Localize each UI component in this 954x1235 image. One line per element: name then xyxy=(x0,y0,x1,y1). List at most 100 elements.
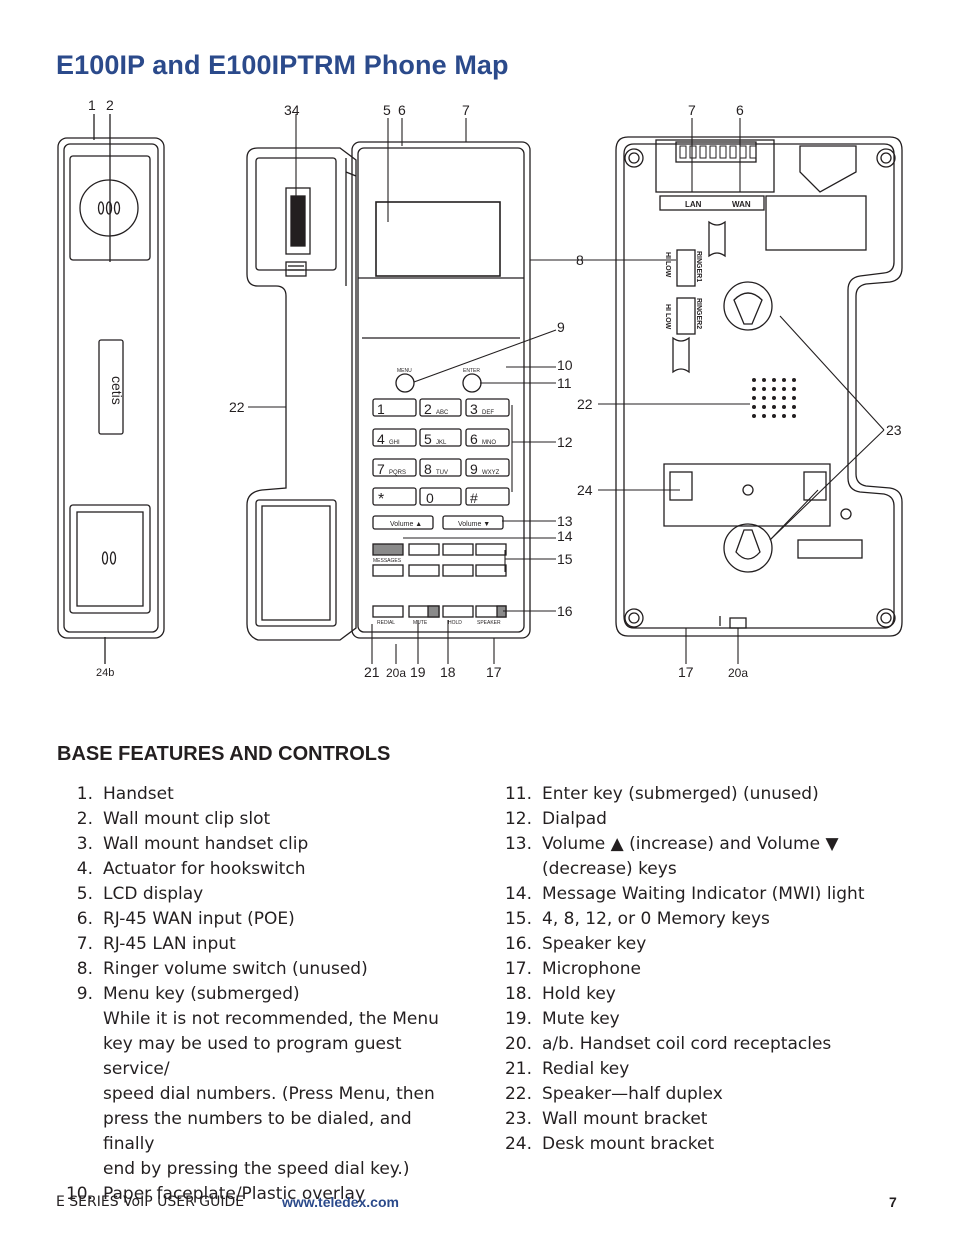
list-item: 4.Actuator for hookswitch xyxy=(76,859,306,879)
callout-22-back: 22 xyxy=(577,396,593,412)
enter-key-label: ENTER xyxy=(463,368,480,374)
features-list-right: 11.Enter key (submerged) (unused) 12.Dia… xyxy=(495,782,915,1157)
speaker-label: SPEAKER xyxy=(477,620,501,626)
list-item: 5.LCD display xyxy=(76,884,204,904)
callout-2: 2 xyxy=(106,97,114,113)
lan-label: LAN xyxy=(685,200,702,209)
callout-9: 9 xyxy=(557,319,565,335)
callout-5: 5 xyxy=(383,102,391,118)
list-item: 21.Redial key xyxy=(504,1059,630,1079)
list-item: 10.Paper faceplate/Plastic overlay xyxy=(65,1184,366,1204)
key-7: 7 xyxy=(377,461,385,477)
callout-19: 19 xyxy=(410,664,426,680)
callout-18: 18 xyxy=(440,664,456,680)
phone-back-view xyxy=(615,136,903,637)
handset-brand-label: cetis xyxy=(109,376,125,405)
key-3-letters: DEF xyxy=(482,410,494,416)
list-item: 15.4, 8, 12, or 0 Memory keys xyxy=(504,909,770,929)
list-item: 14.Message Waiting Indicator (MWI) light xyxy=(504,884,865,904)
callout-7-back: 7 xyxy=(688,102,696,118)
callout-10: 10 xyxy=(557,357,573,373)
list-item: 22.Speaker—half duplex xyxy=(504,1084,723,1104)
wan-label: WAN xyxy=(732,200,751,209)
callout-24: 24 xyxy=(577,482,593,498)
section-heading: BASE FEATURES AND CONTROLS xyxy=(57,743,391,765)
list-item: 16.Speaker key xyxy=(504,934,647,954)
footer-guide-title: E SERIES VoIP USER GUIDE xyxy=(56,1194,245,1210)
list-item: 9.Menu key (submerged) xyxy=(76,984,300,1004)
key-0: 0 xyxy=(426,490,434,506)
speaker-grille xyxy=(752,378,796,418)
callout-16: 16 xyxy=(557,603,573,619)
key-5: 5 xyxy=(424,431,432,447)
key-9-letters: WXYZ xyxy=(482,470,500,476)
list-item-continuation: (decrease) keys xyxy=(542,859,677,879)
list-item: 18.Hold key xyxy=(504,984,616,1004)
list-item: 11.Enter key (submerged) (unused) xyxy=(504,784,819,804)
callout-6-back: 6 xyxy=(736,102,744,118)
footer-url-link[interactable]: www.teledex.com xyxy=(282,1194,399,1210)
key-4: 4 xyxy=(377,431,385,447)
list-item-continuation: key may be used to program guest service… xyxy=(103,1034,402,1079)
key-8-letters: TUV xyxy=(436,470,448,476)
list-item: 17.Microphone xyxy=(504,959,641,979)
redial-label: REDIAL xyxy=(377,620,395,626)
phone-map-diagram: cetis xyxy=(57,97,903,680)
key-6-letters: MNO xyxy=(482,440,496,446)
key-7-letters: PQRS xyxy=(389,470,406,476)
list-item: 19.Mute key xyxy=(504,1009,620,1029)
ringer2-label: RINGER2 xyxy=(695,298,702,329)
key-star: * xyxy=(378,491,384,508)
list-item: 24.Desk mount bracket xyxy=(504,1134,715,1154)
page-number: 7 xyxy=(889,1194,897,1210)
hold-label: HOLD xyxy=(448,620,462,626)
callout-17-front: 17 xyxy=(486,664,502,680)
phone-front-view xyxy=(246,141,531,641)
messages-label: MESSAGES xyxy=(373,558,402,564)
menu-key-label: MENU xyxy=(397,368,412,374)
callout-12: 12 xyxy=(557,434,573,450)
list-item-continuation: speed dial numbers. (Press Menu, then xyxy=(103,1084,435,1104)
key-2: 2 xyxy=(424,401,432,417)
list-item: 12.Dialpad xyxy=(504,809,607,829)
callout-22-front: 22 xyxy=(229,399,245,415)
list-item: 7.RJ-45 LAN input xyxy=(76,934,236,954)
key-1: 1 xyxy=(377,401,385,417)
list-item-continuation: end by pressing the speed dial key.) xyxy=(103,1159,410,1179)
key-3: 3 xyxy=(470,401,478,417)
volume-up-label: Volume ▲ xyxy=(390,521,422,528)
callout-11: 11 xyxy=(557,375,572,391)
list-item: 2.Wall mount clip slot xyxy=(76,809,271,829)
page-title: E100IP and E100IPTRM Phone Map xyxy=(56,50,509,80)
hilow1-label: HI LOW xyxy=(664,252,671,278)
mute-label: MUTE xyxy=(413,620,428,626)
key-4-letters: GHI xyxy=(389,440,400,446)
callout-21: 21 xyxy=(364,664,380,680)
key-5-letters: JKL xyxy=(436,440,447,446)
list-item: 8.Ringer volume switch (unused) xyxy=(76,959,368,979)
callout-17-back: 17 xyxy=(678,664,694,680)
key-2-letters: ABC xyxy=(436,410,449,416)
key-9: 9 xyxy=(470,461,478,477)
hilow2-label: HI LOW xyxy=(664,304,671,330)
key-6: 6 xyxy=(470,431,478,447)
callout-7: 7 xyxy=(462,102,470,118)
list-item: 3.Wall mount handset clip xyxy=(76,834,309,854)
volume-down-label: Volume ▼ xyxy=(458,521,490,528)
list-item-continuation: press the numbers to be dialed, and fina… xyxy=(103,1109,412,1154)
callout-20a-front: 20a xyxy=(386,666,406,680)
list-item: 23.Wall mount bracket xyxy=(504,1109,708,1129)
handset-side-view xyxy=(57,114,165,664)
list-item: 13.Volume ▲ (increase) and Volume ▼ xyxy=(504,834,839,854)
callout-24b: 24b xyxy=(96,667,114,679)
callout-3-4: 34 xyxy=(284,102,300,118)
features-list-left: 1.Handset 2.Wall mount clip slot 3.Wall … xyxy=(56,782,466,1207)
callout-6: 6 xyxy=(398,102,406,118)
list-item: 6.RJ-45 WAN input (POE) xyxy=(76,909,295,929)
callout-23: 23 xyxy=(886,422,902,438)
callout-14: 14 xyxy=(557,528,573,544)
list-item: 20.a/b. Handset coil cord receptacles xyxy=(504,1034,832,1054)
key-8: 8 xyxy=(424,461,432,477)
list-item-continuation: While it is not recommended, the Menu xyxy=(103,1009,439,1029)
callout-13: 13 xyxy=(557,513,573,529)
